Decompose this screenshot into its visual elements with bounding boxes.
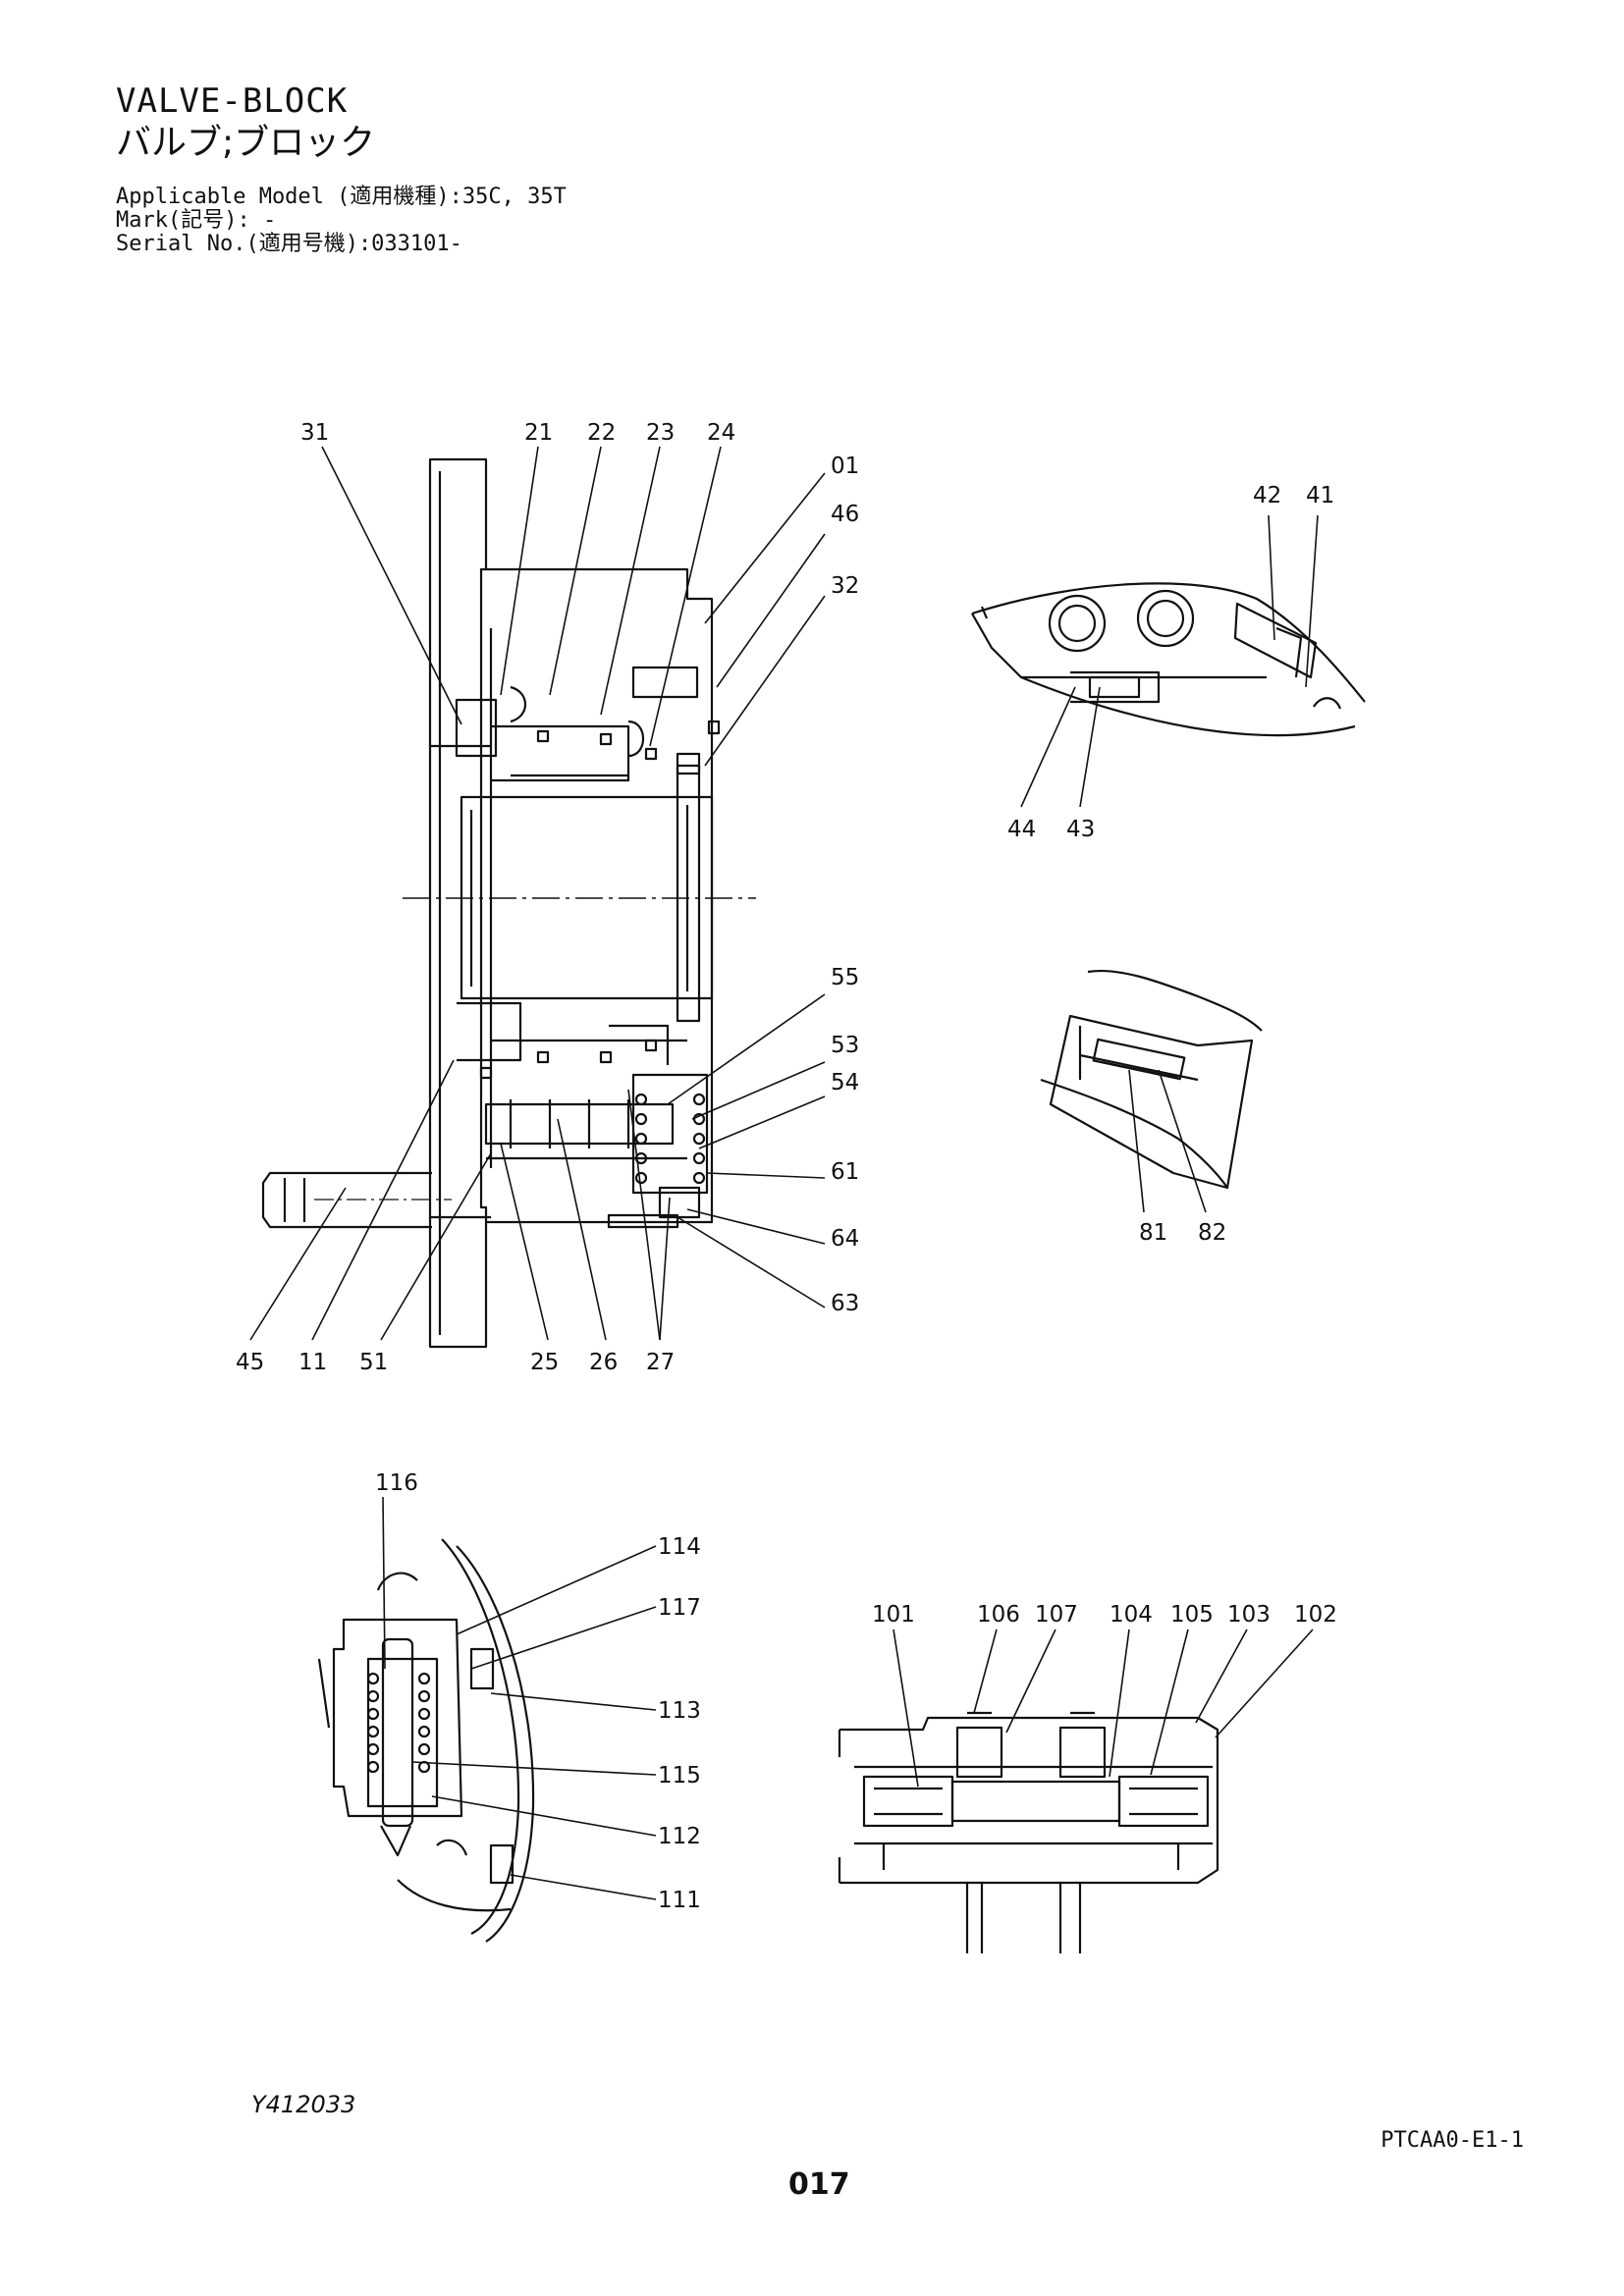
- callout-104: 104: [1110, 1602, 1153, 1628]
- mark-line: Mark(記号): -: [116, 208, 277, 233]
- callout-27: 27: [646, 1350, 675, 1375]
- callout-11: 11: [298, 1350, 327, 1375]
- callout-115: 115: [658, 1763, 701, 1789]
- callout-46: 46: [831, 502, 859, 527]
- callout-117: 117: [658, 1595, 701, 1621]
- callout-53: 53: [831, 1033, 859, 1058]
- callout-24: 24: [707, 420, 735, 446]
- callout-44: 44: [1007, 817, 1036, 842]
- callout-105: 105: [1170, 1602, 1214, 1628]
- callout-01: 01: [831, 454, 859, 479]
- callout-labels: 31 21 22 23 24 01 46 32 55 53 54 61 64 6…: [236, 420, 1337, 1913]
- callout-114: 114: [658, 1534, 701, 1560]
- callout-63: 63: [831, 1291, 859, 1316]
- page-number: 017: [788, 2167, 850, 2202]
- callout-106: 106: [977, 1602, 1020, 1628]
- main-view-leaders: [249, 446, 826, 1341]
- callout-107: 107: [1035, 1602, 1078, 1628]
- callout-102: 102: [1294, 1602, 1337, 1628]
- lower-right-detail-view: [838, 1711, 1219, 1953]
- callout-61: 61: [831, 1159, 859, 1185]
- lower-left-detail-view: [317, 1538, 535, 1943]
- callout-116: 116: [375, 1470, 418, 1496]
- serial-number-line: Serial No.(適用号機):033101-: [116, 232, 462, 256]
- page-title-jp: バルブ;ブロック: [116, 123, 376, 163]
- upper-right-detail-view: [971, 582, 1366, 737]
- callout-113: 113: [658, 1698, 701, 1724]
- callout-43: 43: [1066, 817, 1095, 842]
- applicable-model-line: Applicable Model (適用機種):35C, 35T: [116, 185, 567, 209]
- callout-25: 25: [530, 1350, 559, 1375]
- callout-31: 31: [300, 420, 329, 446]
- callout-42: 42: [1253, 483, 1281, 508]
- callout-111: 111: [658, 1888, 701, 1913]
- callout-82: 82: [1198, 1220, 1226, 1246]
- callout-103: 103: [1227, 1602, 1271, 1628]
- callout-51: 51: [359, 1350, 388, 1375]
- callout-21: 21: [524, 420, 553, 446]
- callout-101: 101: [872, 1602, 915, 1628]
- callout-26: 26: [589, 1350, 618, 1375]
- callout-54: 54: [831, 1070, 859, 1095]
- main-section-view: [261, 457, 756, 1349]
- callout-22: 22: [587, 420, 616, 446]
- callout-81: 81: [1139, 1220, 1167, 1246]
- reference-code: PTCAA0-E1-1: [1380, 2128, 1524, 2153]
- callout-32: 32: [831, 573, 859, 599]
- callout-41: 41: [1306, 483, 1334, 508]
- callout-23: 23: [646, 420, 675, 446]
- drawing-code: Y412033: [251, 2091, 356, 2118]
- callout-64: 64: [831, 1226, 859, 1252]
- callout-112: 112: [658, 1824, 701, 1849]
- page-title: VALVE-BLOCK: [116, 81, 349, 121]
- callout-45: 45: [236, 1350, 264, 1375]
- callout-55: 55: [831, 965, 859, 990]
- mid-right-detail-view: [1040, 970, 1263, 1190]
